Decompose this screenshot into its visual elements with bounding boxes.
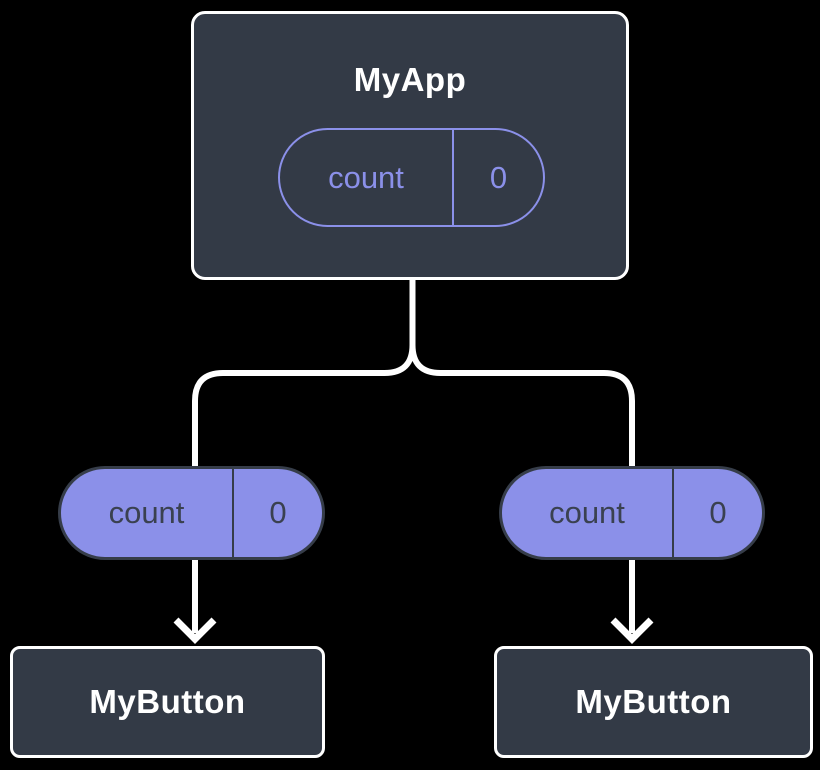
arrowhead-down-icon bbox=[173, 617, 217, 644]
child-component-node-left: MyButton bbox=[10, 646, 325, 758]
connector-right-branch bbox=[409, 272, 635, 633]
state-pill: count 0 bbox=[278, 128, 545, 227]
connector-left-branch bbox=[192, 272, 416, 633]
prop-name: count bbox=[61, 469, 234, 557]
root-component-node: MyApp count 0 bbox=[191, 11, 629, 280]
prop-value: 0 bbox=[709, 495, 727, 530]
prop-pill-left: count 0 bbox=[58, 466, 325, 560]
prop-value: 0 bbox=[269, 495, 287, 530]
state-name: count bbox=[280, 130, 454, 225]
child-component-label: MyButton bbox=[575, 683, 732, 720]
prop-name: count bbox=[502, 469, 674, 557]
root-component-label: MyApp bbox=[353, 61, 467, 98]
child-component-node-right: MyButton bbox=[494, 646, 813, 758]
prop-pill-right: count 0 bbox=[499, 466, 765, 560]
child-component-label: MyButton bbox=[89, 683, 246, 720]
state-value: 0 bbox=[489, 159, 508, 195]
arrowhead-down-icon bbox=[610, 617, 654, 644]
